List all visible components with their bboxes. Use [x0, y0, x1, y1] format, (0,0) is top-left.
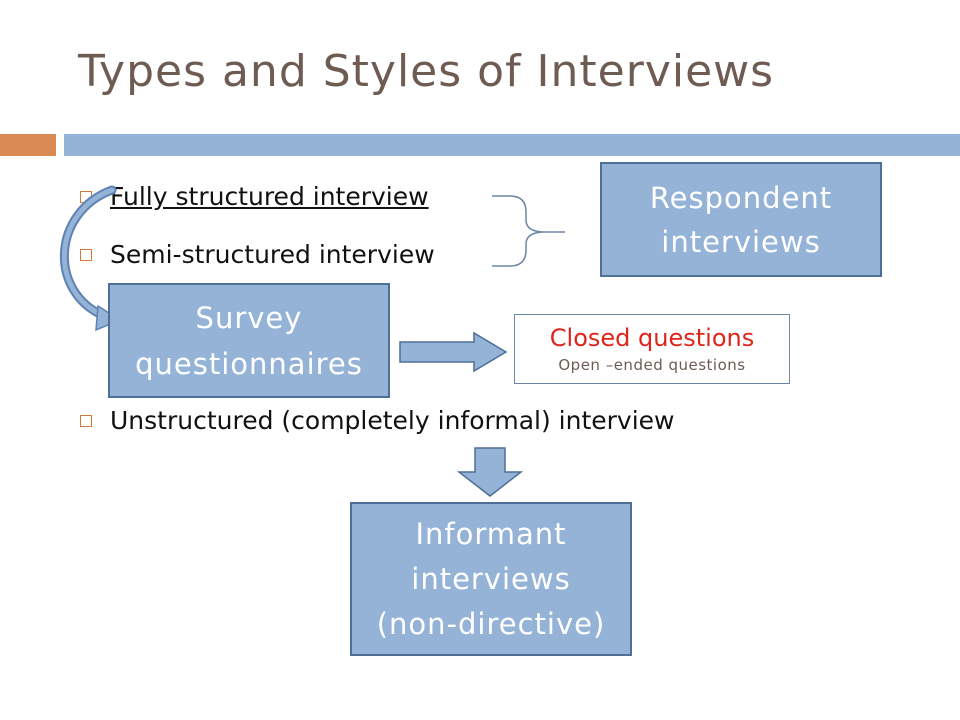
title-accent-bar-blue [64, 134, 960, 156]
bullet-text: Fully structured interview [110, 182, 429, 211]
down-arrow-icon [456, 447, 524, 497]
informant-interviews-box: Informant interviews (non-directive) [350, 502, 632, 656]
bullet-unstructured: Unstructured (completely informal) inter… [80, 406, 675, 435]
question-types-box: Closed questions Open –ended questions [514, 314, 790, 384]
box-line: Informant [415, 516, 567, 551]
curved-arrow-icon [59, 185, 117, 321]
box-line: (non-directive) [376, 606, 606, 641]
box-line: questionnaires [135, 346, 363, 381]
curly-brace-icon [492, 195, 565, 267]
box-line: interviews [411, 561, 571, 596]
title-accent-bar-orange [0, 134, 56, 156]
slide-title: Types and Styles of Interviews [78, 46, 775, 97]
bullet-text: Semi-structured interview [110, 240, 435, 269]
square-bullet-icon [80, 414, 92, 427]
right-arrow-icon [399, 331, 508, 373]
bullet-semi-structured: Semi-structured interview [80, 240, 435, 269]
bullet-text: Unstructured (completely informal) inter… [110, 406, 675, 435]
open-ended-questions-label: Open –ended questions [558, 356, 746, 374]
box-line: interviews [661, 224, 821, 259]
square-bullet-icon [80, 248, 92, 261]
survey-questionnaires-box: Survey questionnaires [108, 283, 390, 398]
closed-questions-label: Closed questions [549, 324, 755, 352]
box-line: Respondent [649, 180, 833, 215]
box-line: Survey [195, 300, 303, 335]
respondent-interviews-box: Respondent interviews [600, 162, 882, 277]
bullet-fully-structured: Fully structured interview [80, 182, 429, 211]
